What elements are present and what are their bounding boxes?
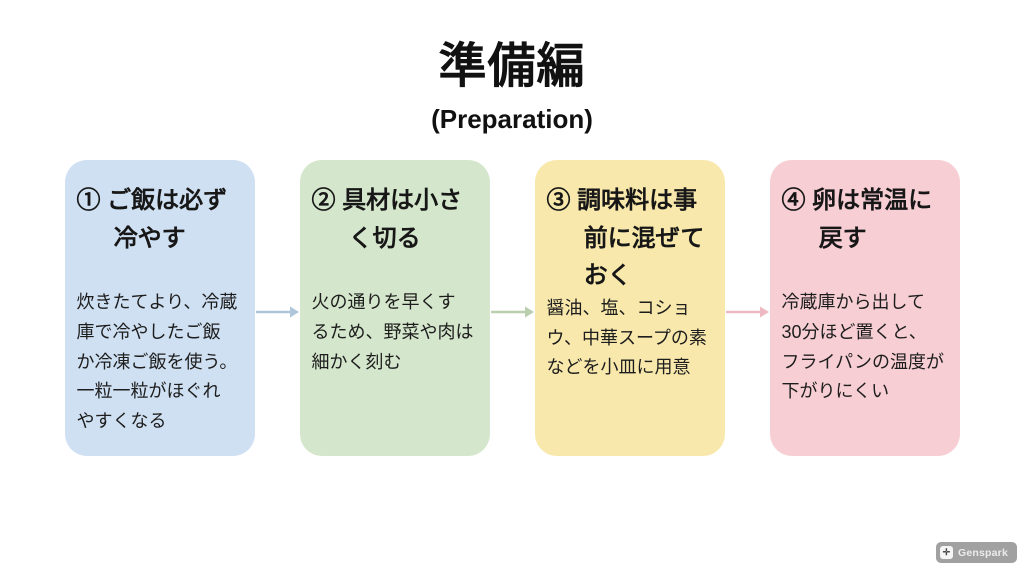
steps-flow: ① ご飯は必ず 冷やす 炊きたてより、冷蔵 庫で冷やしたご飯 か冷凍ご飯を使う。…: [0, 160, 1024, 457]
step-1-description: 炊きたてより、冷蔵 庫で冷やしたご飯 か冷凍ご飯を使う。 一粒一粒がほぐれ やす…: [76, 292, 238, 432]
step-card-3: ③ 調味料は事 前に混ぜて おく 醤油、塩、コショ ウ、中華スープの素 などを小…: [534, 160, 725, 457]
flow-arrow-1-icon: [255, 160, 300, 456]
flow-arrow-2-icon: [490, 160, 535, 456]
genspark-logo-icon: ✛: [939, 546, 953, 559]
genspark-badge-label: Genspark: [957, 546, 1008, 559]
step-card-2: ② 具材は小さ く切る 火の通りを早くす るため、野菜や肉は 細かく刻む: [299, 160, 490, 457]
step-3-description: 醤油、塩、コショ ウ、中華スープの素 などを小皿に用意: [546, 297, 707, 378]
step-4-description: 冷蔵庫から出して 30分ほど置くと、 フライパンの温度が 下がりにくい: [781, 292, 945, 402]
step-3-title: ③ 調味料は事 前に混ぜて おく: [546, 187, 705, 289]
step-card-1: ① ご飯は必ず 冷やす 炊きたてより、冷蔵 庫で冷やしたご飯 か冷凍ご飯を使う。…: [64, 160, 255, 457]
step-2-title: ② 具材は小さ く切る: [311, 187, 463, 252]
step-1-title: ① ご飯は必ず 冷やす: [76, 187, 228, 252]
step-card-4: ④ 卵は常温に 戻す 冷蔵庫から出して 30分ほど置くと、 フライパンの温度が …: [769, 160, 960, 457]
page-header: 準備編 (Preparation): [0, 40, 1024, 135]
flow-arrow-3-icon: [725, 160, 770, 456]
page-title: 準備編: [438, 40, 586, 93]
page-subtitle: (Preparation): [431, 104, 593, 135]
step-2-description: 火の通りを早くす るため、野菜や肉は 細かく刻む: [311, 292, 474, 372]
step-4-title: ④ 卵は常温に 戻す: [781, 187, 933, 252]
genspark-badge[interactable]: ✛ Genspark: [935, 542, 1017, 563]
